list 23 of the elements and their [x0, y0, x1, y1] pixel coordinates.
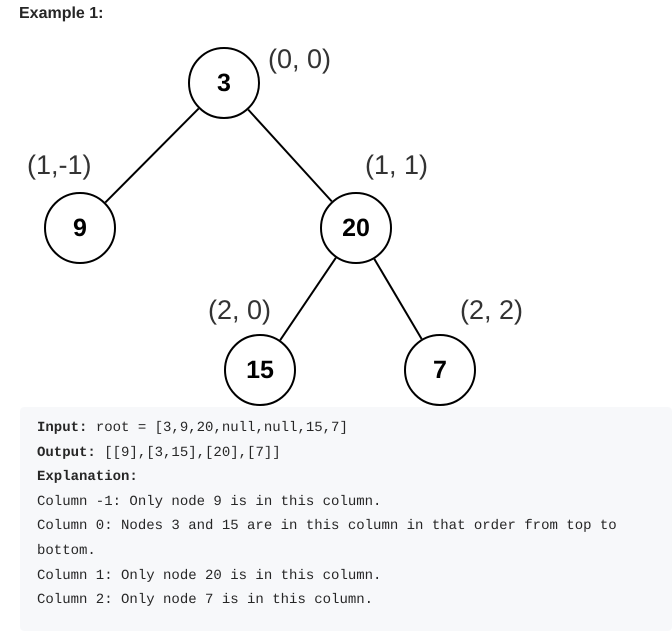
explanation-heading: Explanation:: [37, 468, 138, 488]
coordinate-label: (0, 0): [268, 46, 332, 73]
node-value: 20: [342, 216, 370, 240]
explanation-line: Column -1: Only node 9 is in this column.: [37, 492, 382, 512]
coordinate-label: (2, 0): [208, 297, 272, 324]
coordinate-label: (1, 1): [365, 152, 428, 179]
coordinate-label: (1,-1): [27, 152, 92, 179]
tree-edge-line: [248, 108, 332, 202]
explanation-line: Column 1: Only node 20 is in this column.: [37, 566, 382, 586]
input-line: Input: root = [3,9,20,null,null,15,7]: [37, 419, 348, 438]
tree-edge-line: [373, 258, 423, 340]
node-value: 7: [433, 358, 447, 382]
output-line: Output: [[9],[3,15],[20],[7]]: [37, 444, 281, 463]
tree-edge-line: [104, 108, 200, 204]
node-value: 3: [217, 70, 231, 96]
tree-edge-line: [279, 257, 337, 341]
example-heading: Example 1:: [19, 4, 104, 24]
coordinate-label: (2, 2): [460, 297, 524, 324]
explanation-line: Column 2: Only node 7 is in this column.: [37, 591, 374, 610]
node-value: 9: [73, 216, 87, 240]
code-block: [20, 407, 672, 631]
node-value: 15: [246, 358, 274, 382]
explanation-line: Column 0: Nodes 3 and 15 are in this column in that order from top to bottom.: [37, 517, 618, 561]
